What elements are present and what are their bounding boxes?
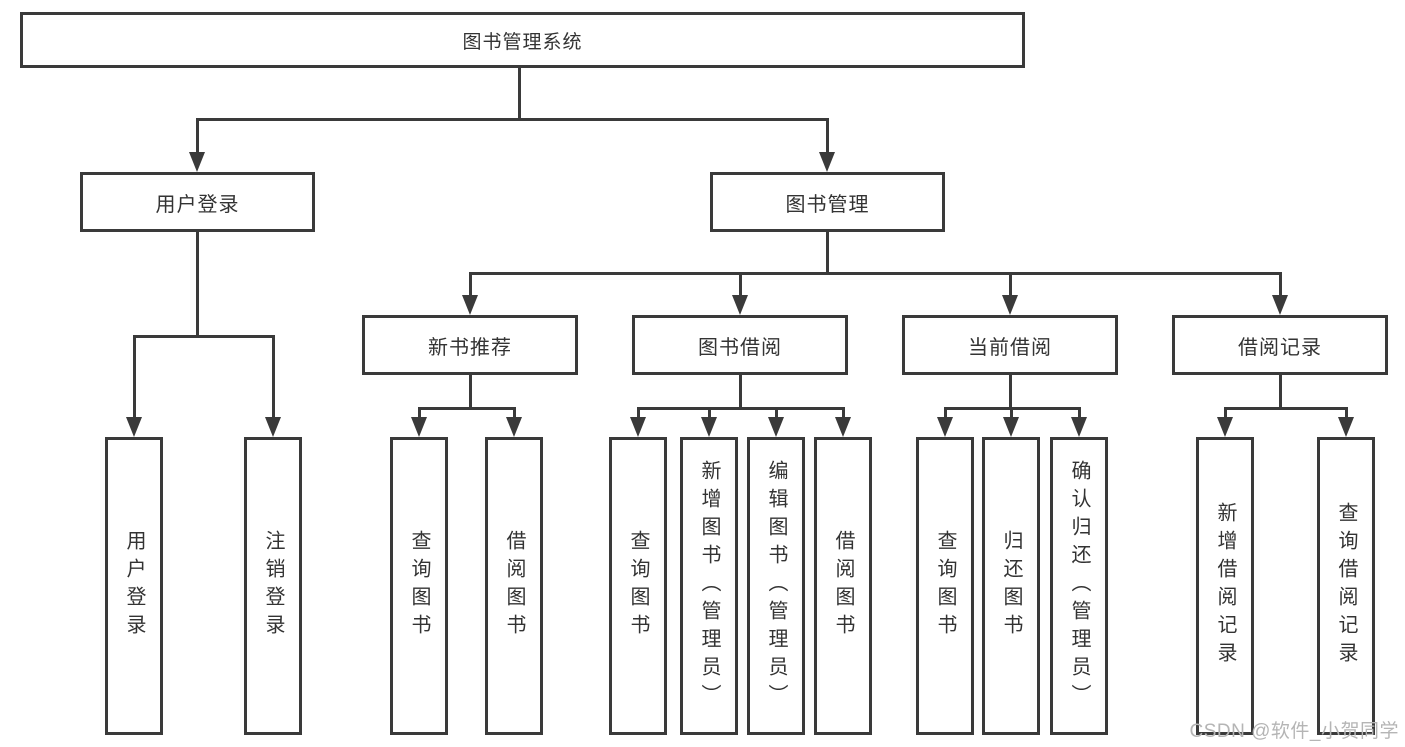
connector-line xyxy=(518,68,521,120)
connector-line xyxy=(944,407,947,421)
arrowhead-down xyxy=(630,417,646,437)
arrowhead-down xyxy=(701,417,717,437)
arrowhead-down xyxy=(732,295,748,315)
node-new-book-recommend-label: 新书推荐 xyxy=(428,336,512,359)
connector-line xyxy=(826,118,829,154)
leaf-edit-book-admin: 编辑图书（管理员） xyxy=(747,437,805,735)
connector-line xyxy=(196,118,199,154)
node-user-login: 用户登录 xyxy=(80,172,315,232)
arrowhead-down xyxy=(1272,295,1288,315)
leaf-recommend-query-book: 查询图书 xyxy=(390,437,448,735)
connector-line xyxy=(739,375,742,409)
arrowhead-down xyxy=(189,152,205,172)
connector-line xyxy=(637,407,640,421)
arrowhead-down xyxy=(265,417,281,437)
arrowhead-down xyxy=(506,417,522,437)
node-book-management: 图书管理 xyxy=(710,172,945,232)
connector-line xyxy=(1009,375,1012,409)
leaf-return-book-label: 归还图书 xyxy=(1000,530,1022,642)
node-book-borrow: 图书借阅 xyxy=(632,315,848,375)
connector-line xyxy=(513,407,516,421)
leaf-borrow-book: 借阅图书 xyxy=(814,437,872,735)
leaf-query-borrow-record-label: 查询借阅记录 xyxy=(1335,502,1357,670)
leaf-current-query-book-label: 查询图书 xyxy=(934,530,956,642)
connector-line xyxy=(1279,375,1282,409)
leaf-confirm-return-admin-label: 确认归还（管理员） xyxy=(1068,460,1090,712)
node-current-borrow: 当前借阅 xyxy=(902,315,1118,375)
connector-line xyxy=(1345,407,1348,421)
arrowhead-down xyxy=(1071,417,1087,437)
connector-line xyxy=(196,232,199,337)
node-borrow-record: 借阅记录 xyxy=(1172,315,1388,375)
arrowhead-down xyxy=(768,417,784,437)
connector-line xyxy=(739,272,742,297)
connector-line xyxy=(775,407,778,421)
leaf-recommend-query-book-label: 查询图书 xyxy=(408,530,430,642)
leaf-confirm-return-admin: 确认归还（管理员） xyxy=(1050,437,1108,735)
leaf-add-borrow-record: 新增借阅记录 xyxy=(1196,437,1254,735)
leaf-logout-label: 注销登录 xyxy=(262,530,284,642)
leaf-borrow-query-book-label: 查询图书 xyxy=(627,530,649,642)
connector-line xyxy=(469,375,472,409)
leaf-logout: 注销登录 xyxy=(244,437,302,735)
node-book-management-label: 图书管理 xyxy=(785,193,870,216)
csdn-watermark: CSDN @软件_小贺同学 xyxy=(1189,721,1399,742)
leaf-query-borrow-record: 查询借阅记录 xyxy=(1317,437,1375,735)
connector-line xyxy=(1224,407,1347,410)
leaf-user-login-label: 用户登录 xyxy=(123,530,145,642)
leaf-add-borrow-record-label: 新增借阅记录 xyxy=(1214,502,1236,670)
connector-line xyxy=(637,407,845,410)
leaf-return-book: 归还图书 xyxy=(982,437,1040,735)
connector-line xyxy=(1279,272,1282,297)
node-root: 图书管理系统 xyxy=(20,12,1025,68)
arrowhead-down xyxy=(1338,417,1354,437)
arrowhead-down xyxy=(126,417,142,437)
leaf-user-login: 用户登录 xyxy=(105,437,163,735)
connector-line xyxy=(272,335,275,419)
node-user-login-label: 用户登录 xyxy=(155,193,240,216)
arrowhead-down xyxy=(835,417,851,437)
connector-line xyxy=(1010,407,1013,421)
connector-line xyxy=(1009,272,1012,297)
arrowhead-down xyxy=(1217,417,1233,437)
connector-line xyxy=(133,335,136,419)
leaf-recommend-borrow-book-label: 借阅图书 xyxy=(503,530,525,642)
connector-line xyxy=(1224,407,1227,421)
arrowhead-down xyxy=(819,152,835,172)
node-book-borrow-label: 图书借阅 xyxy=(698,336,782,359)
connector-line xyxy=(133,335,275,338)
arrowhead-down xyxy=(462,295,478,315)
connector-line xyxy=(1078,407,1081,421)
node-new-book-recommend: 新书推荐 xyxy=(362,315,578,375)
arrowhead-down xyxy=(937,417,953,437)
leaf-borrow-book-label: 借阅图书 xyxy=(832,530,854,642)
leaf-recommend-borrow-book: 借阅图书 xyxy=(485,437,543,735)
connector-line xyxy=(842,407,845,421)
connector-line xyxy=(418,407,516,410)
connector-line xyxy=(469,272,1282,275)
arrowhead-down xyxy=(411,417,427,437)
node-borrow-record-label: 借阅记录 xyxy=(1238,336,1322,359)
node-root-label: 图书管理系统 xyxy=(462,31,583,53)
connector-line xyxy=(196,118,829,121)
connector-line xyxy=(469,272,472,297)
leaf-edit-book-admin-label: 编辑图书（管理员） xyxy=(765,460,787,712)
leaf-add-book-admin-label: 新增图书（管理员） xyxy=(698,460,720,712)
arrowhead-down xyxy=(1003,417,1019,437)
leaf-add-book-admin: 新增图书（管理员） xyxy=(680,437,738,735)
connector-line xyxy=(418,407,421,421)
connector-line xyxy=(708,407,711,421)
connector-line xyxy=(826,232,829,274)
leaf-borrow-query-book: 查询图书 xyxy=(609,437,667,735)
arrowhead-down xyxy=(1002,295,1018,315)
node-current-borrow-label: 当前借阅 xyxy=(968,336,1052,359)
leaf-current-query-book: 查询图书 xyxy=(916,437,974,735)
